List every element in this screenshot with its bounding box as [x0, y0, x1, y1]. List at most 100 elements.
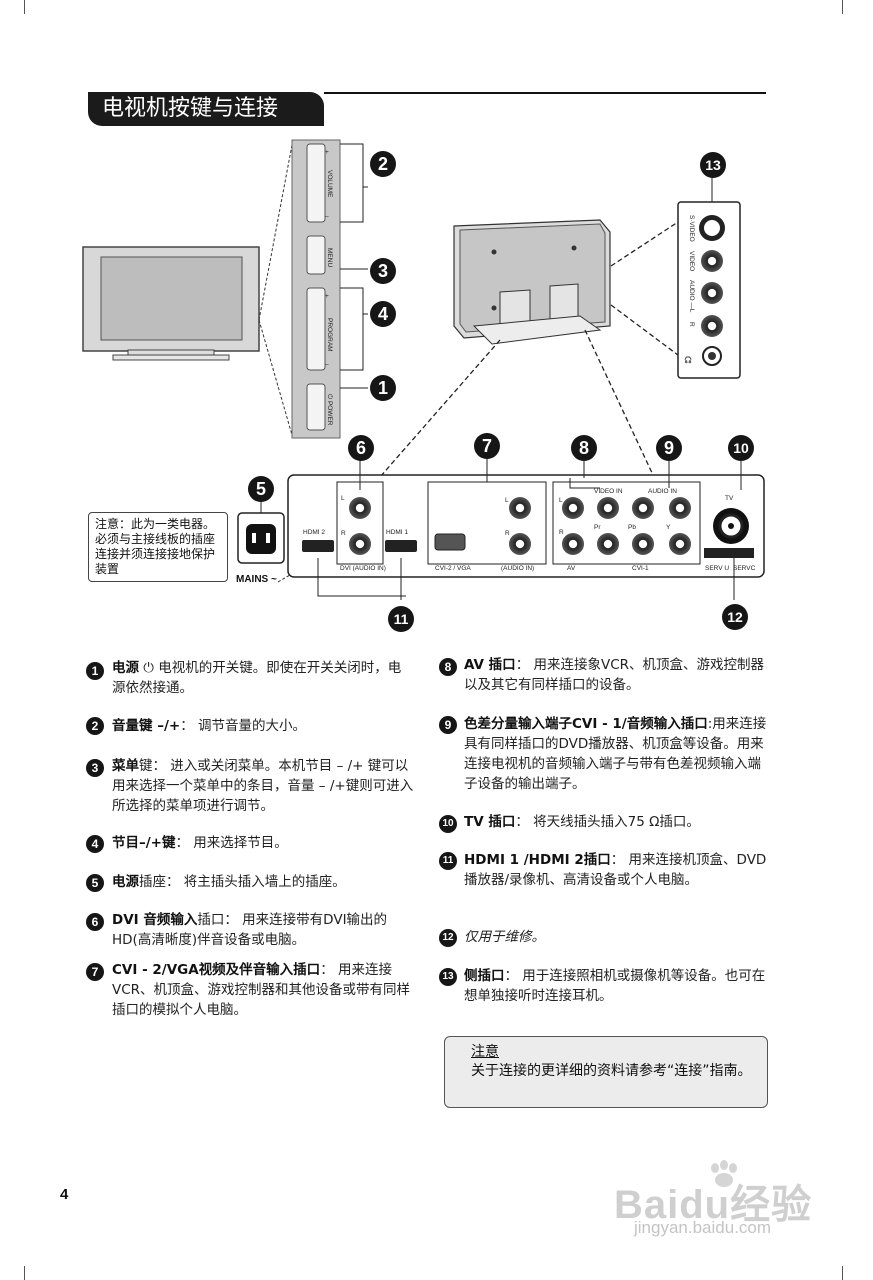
item-12-number: 12 — [439, 929, 457, 947]
item-2-title: 音量键 –/+ — [112, 718, 181, 734]
r-cvi1-label: CVI-1 — [632, 565, 649, 572]
t-vol-label: VOLUME — [326, 170, 333, 198]
crop-mark — [24, 1266, 25, 1280]
r-r1-label: R — [341, 530, 346, 537]
tv-front-illustration — [82, 246, 260, 361]
item-11-number: 11 — [439, 852, 457, 870]
item-3-text: 键： 进入或关闭菜单。本机节目 – /+ 键可以用来选择一个菜单中的条目，音量 … — [112, 758, 414, 814]
callout-7: 7 — [474, 433, 500, 459]
item-8-title: AV 插口 — [464, 657, 516, 673]
watermark-brand: Baidu经验 — [614, 1183, 813, 1227]
item-2-number: 2 — [86, 717, 104, 735]
item-8-text: ： 用来连接象VCR、机顶盒、游戏控制器以及其它有同样插口的设备。 — [464, 657, 765, 693]
item-12: 仅用于维修。 — [464, 927, 770, 947]
item-5: 电源插座： 将主插头插入墙上的插座。 — [112, 872, 412, 892]
item-3-number: 3 — [86, 759, 104, 777]
t-prog-label: PROGRAM — [326, 318, 333, 352]
item-4-number: 4 — [86, 835, 104, 853]
t-aud-label: AUDIO —L — [688, 280, 695, 313]
r-servu-label: SERV U — [705, 565, 729, 572]
r-r3-label: R — [559, 529, 564, 536]
t-hp-label: 🎧 — [684, 356, 692, 364]
item-6-number: 6 — [86, 913, 104, 931]
item-12-text: 仅用于维修。 — [464, 929, 545, 945]
item-11: HDMI 1 /HDMI 2插口： 用来连接机顶盒、DVD播放器/录像机、高清设… — [464, 850, 770, 890]
item-8: AV 插口： 用来连接象VCR、机顶盒、游戏控制器以及其它有同样插口的设备。 — [464, 655, 770, 695]
callout-5: 5 — [248, 476, 274, 502]
item-1-number: 1 — [86, 662, 104, 680]
r-cvi2-label: CVI-2 / VGA — [435, 565, 471, 572]
r-servc-label: SERVC — [733, 565, 756, 572]
volume-minus-label: – — [325, 213, 329, 220]
callout-1: 1 — [370, 375, 396, 401]
rear-connection-panel: L R HDMI 2 HDMI 1 DVI (AUDIO IN) L R CVI… — [287, 456, 765, 600]
item-2: 音量键 –/+： 调节音量的大小。 — [112, 716, 412, 736]
t-audr-label: R — [688, 322, 695, 327]
callout-4: 4 — [370, 301, 396, 327]
r-hdmi1-label: HDMI 1 — [386, 529, 408, 536]
r-l3-label: L — [559, 497, 563, 504]
r-dvi-label: DVI (AUDIO IN) — [340, 565, 386, 572]
callout-10: 10 — [728, 435, 754, 461]
connection-diagram: VOLUME MENU PROGRAM ⏻ POWER + – + – S·VI… — [82, 139, 765, 600]
item-8-number: 8 — [439, 658, 457, 676]
t-menu-label: MENU — [326, 248, 333, 267]
item-10-title: TV 插口 — [464, 814, 516, 830]
callout-11: 11 — [388, 606, 414, 632]
note-text: 关于连接的更详细的资料请参考“连接”指南。 — [471, 1063, 752, 1079]
item-7-title: CVI - 2/VGA — [112, 962, 199, 978]
item-11-title2: 插口 — [583, 852, 611, 868]
item-9-text: :用来连接具有同样插口的DVD播放器、机顶盒等设备。用来连接电视机的音频输入端子… — [464, 716, 767, 792]
power-icon: ⏻ — [143, 660, 154, 676]
item-11-title: HDMI 1 /HDMI 2 — [464, 852, 584, 868]
note-heading: 注意 — [471, 1044, 499, 1060]
item-4: 节目–/+键： 用来选择节目。 — [112, 833, 412, 853]
item-3: 菜单键： 进入或关闭菜单。本机节目 – /+ 键可以用来选择一个菜单中的条目，音… — [112, 756, 414, 816]
r-vin-label: VIDEO IN — [594, 488, 623, 495]
callout-13: 13 — [700, 152, 726, 178]
tv-back-illustration — [453, 219, 611, 345]
callout-12: 12 — [722, 604, 748, 630]
item-4-title: 节目–/+键 — [112, 835, 176, 851]
item-4-text: ： 用来选择节目。 — [175, 835, 288, 851]
crop-mark — [24, 0, 25, 14]
callout-2: 2 — [370, 151, 396, 177]
safety-note: 注意：此为一类电器。必须与主接线板的插座连接并须连接接地保护装置 — [88, 512, 228, 582]
item-13-number: 13 — [439, 968, 457, 986]
crop-mark — [842, 0, 843, 14]
item-7-number: 7 — [86, 963, 104, 981]
page-title: 电视机按键与连接 — [88, 92, 324, 126]
baidu-watermark: Baidu经验 jingyan.baidu.com — [614, 1160, 814, 1250]
side-button-panel: VOLUME MENU PROGRAM ⏻ POWER + – + – — [291, 139, 341, 439]
item-5-title: 电源 — [112, 874, 139, 890]
item-13-text: ： 用于连接照相机或摄像机等设备。也可在想单独接听时连接耳机。 — [464, 968, 766, 1004]
item-13-title: 侧插口 — [464, 968, 505, 984]
r-r2-label: R — [505, 530, 510, 537]
page-number: 4 — [60, 1186, 69, 1203]
title-rule — [324, 92, 766, 94]
r-mains-label: MAINS ~ — [236, 574, 277, 585]
r-tv-label: TV — [725, 495, 734, 502]
paw-icon — [711, 1160, 737, 1187]
item-7-title2: 视频及伴音输入插口 — [198, 962, 321, 978]
item-6: DVI 音频输入插口： 用来连接带有DVI输出的HD(高清晰度)伴音设备或电脑。 — [112, 910, 416, 950]
r-ainb-label: AUDIO IN — [648, 488, 677, 495]
callout-8: 8 — [571, 435, 597, 461]
t-sv-label: S·VIDEO — [688, 215, 695, 242]
r-l1-label: L — [341, 495, 345, 502]
t-pwr-label: ⏻ POWER — [326, 394, 333, 426]
item-7: CVI - 2/VGA视频及伴音输入插口： 用来连接VCR、机顶盒、游戏控制器和… — [112, 960, 416, 1020]
item-9-title2: /音频输入插口 — [621, 716, 708, 732]
item-3-title: 菜单 — [112, 758, 139, 774]
callout-9: 9 — [656, 435, 682, 461]
item-10-text: ： 将天线插头插入75 Ω插口。 — [515, 814, 700, 830]
volume-plus-label: + — [325, 149, 329, 156]
item-1-text: 电视机的开关键。即使在开关关闭时，电源依然接通。 — [112, 660, 402, 696]
item-11-text: ： 用来连接机顶盒、DVD播放器/录像机、高清设备或个人电脑。 — [464, 852, 767, 888]
r-l2-label: L — [505, 497, 509, 504]
item-1-title: 电源 — [112, 660, 139, 676]
watermark-url: jingyan.baidu.com — [634, 1218, 772, 1237]
r-pb-label: Pb — [628, 524, 636, 531]
program-minus-label: – — [325, 361, 329, 368]
program-plus-label: + — [325, 293, 329, 300]
